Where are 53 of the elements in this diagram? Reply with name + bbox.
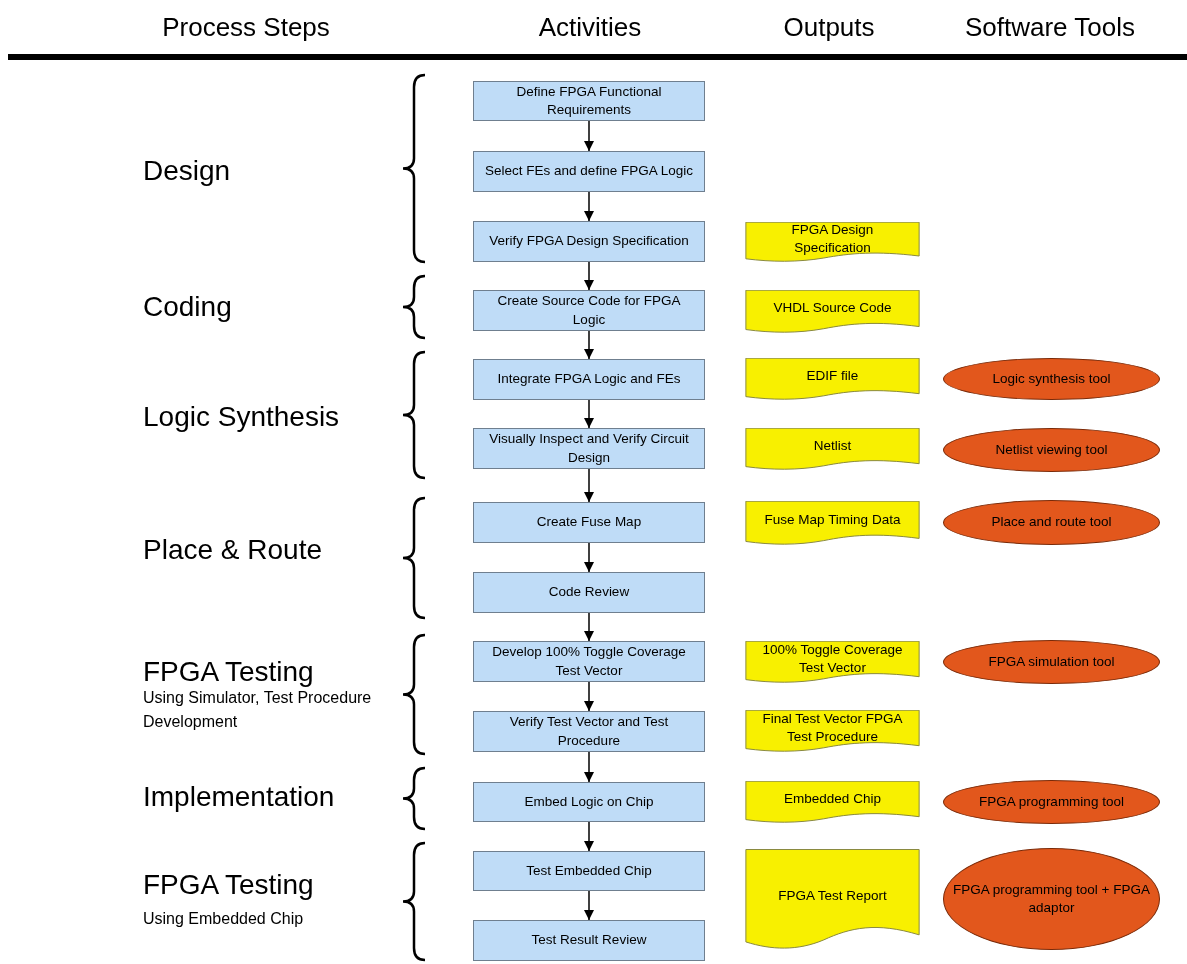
column-header: Outputs bbox=[783, 12, 875, 43]
arrow bbox=[583, 821, 595, 852]
column-header: Software Tools bbox=[964, 12, 1136, 43]
process-box: Embed Logic on Chip bbox=[473, 782, 705, 822]
step-label: Logic Synthesis bbox=[143, 401, 340, 433]
document-shape: EDIF file bbox=[745, 358, 920, 400]
tool-oval: FPGA simulation tool bbox=[943, 640, 1160, 684]
process-box: Create Source Code for FPGA Logic bbox=[473, 290, 705, 331]
process-box: Verify Test Vector and Test Procedure bbox=[473, 711, 705, 752]
document-shape: Netlist bbox=[745, 428, 920, 470]
process-box: Create Fuse Map bbox=[473, 502, 705, 543]
process-box: Code Review bbox=[473, 572, 705, 613]
process-box: Test Result Review bbox=[473, 920, 705, 961]
process-box: Select FEs and define FPGA Logic bbox=[473, 151, 705, 192]
tool-oval: FPGA programming tool bbox=[943, 780, 1160, 824]
step-label: FPGA Testing bbox=[143, 656, 314, 688]
arrow bbox=[583, 191, 595, 222]
process-box: Test Embedded Chip bbox=[473, 851, 705, 891]
step-label: FPGA Testing bbox=[143, 869, 314, 901]
arrow bbox=[583, 330, 595, 360]
document-shape: VHDL Source Code bbox=[745, 290, 920, 333]
step-label: Coding bbox=[143, 291, 232, 323]
process-box: Verify FPGA Design Specification bbox=[473, 221, 705, 262]
document-shape: 100% Toggle Coverage Test Vector bbox=[745, 641, 920, 683]
arrow bbox=[583, 120, 595, 152]
column-header: Process Steps bbox=[162, 12, 330, 43]
arrow bbox=[583, 261, 595, 291]
arrow bbox=[583, 542, 595, 573]
arrow bbox=[583, 612, 595, 642]
step-note: Using Embedded Chip bbox=[143, 909, 305, 929]
tool-oval: Place and route tool bbox=[943, 500, 1160, 545]
process-box: Integrate FPGA Logic and FEs bbox=[473, 359, 705, 400]
document-shape: FPGA Test Report bbox=[745, 849, 920, 950]
document-shape: Final Test Vector FPGA Test Procedure bbox=[745, 710, 920, 752]
arrow bbox=[583, 681, 595, 712]
tool-oval: Logic synthesis tool bbox=[943, 358, 1160, 400]
document-shape: Embedded Chip bbox=[745, 781, 920, 823]
document-shape: FPGA Design Specification bbox=[745, 222, 920, 262]
document-shape: Fuse Map Timing Data bbox=[745, 501, 920, 545]
arrow bbox=[583, 468, 595, 503]
step-label: Design bbox=[143, 155, 231, 187]
tool-oval: FPGA programming tool + FPGA adaptor bbox=[943, 848, 1160, 950]
tool-oval: Netlist viewing tool bbox=[943, 428, 1160, 472]
step-label: Implementation bbox=[143, 781, 335, 813]
arrow bbox=[583, 890, 595, 921]
step-label: Place & Route bbox=[143, 534, 322, 566]
process-box: Define FPGA Functional Requirements bbox=[473, 81, 705, 121]
process-box: Develop 100% Toggle Coverage Test Vector bbox=[473, 641, 705, 682]
arrow bbox=[583, 751, 595, 783]
arrow bbox=[583, 399, 595, 429]
process-box: Visually Inspect and Verify Circuit Design bbox=[473, 428, 705, 469]
step-note: Using Simulator, Test Procedure Development bbox=[143, 688, 373, 732]
column-header: Activities bbox=[538, 12, 642, 43]
